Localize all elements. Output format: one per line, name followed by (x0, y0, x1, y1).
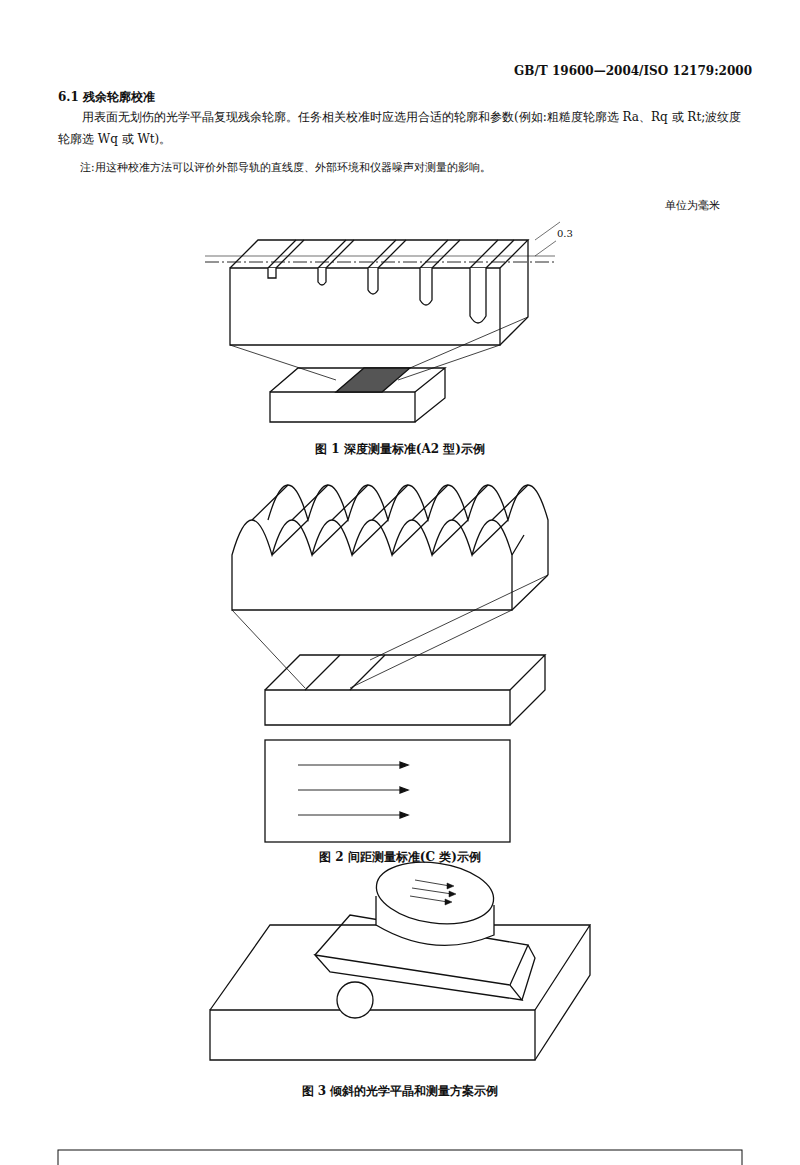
figure-caption: 图 2 间距测量标准(C 类)示例 (150, 848, 650, 866)
dimension: 0.3 (556, 226, 574, 241)
figure-caption: 图 3 倾斜的光学平晶和测量方案示例 (150, 1082, 650, 1100)
note-text: 注:用这种校准方法可以评价外部导轨的直线度、外部环境和仪器噪声对测量的影响。 (80, 160, 750, 176)
page-header: GB/T 19600—2004/ISO 12179:2000 (440, 62, 752, 80)
section-heading: 6.1 残余轮廓校准 (58, 88, 358, 106)
spacing-standard-figure (232, 485, 548, 842)
figure-caption: 图 1 深度测量标准(A2 型)示例 (150, 440, 650, 458)
footer-frame (58, 1150, 742, 1165)
body-text: 用表面无划伤的光学平晶复现残余轮廓。任务相关校准时应选用合适的轮廓和参数(例如:… (58, 106, 748, 150)
unit-note: 单位为毫米 (600, 198, 720, 214)
tilted-flat-figure (210, 855, 590, 1060)
depth-standard-figure (205, 222, 560, 422)
